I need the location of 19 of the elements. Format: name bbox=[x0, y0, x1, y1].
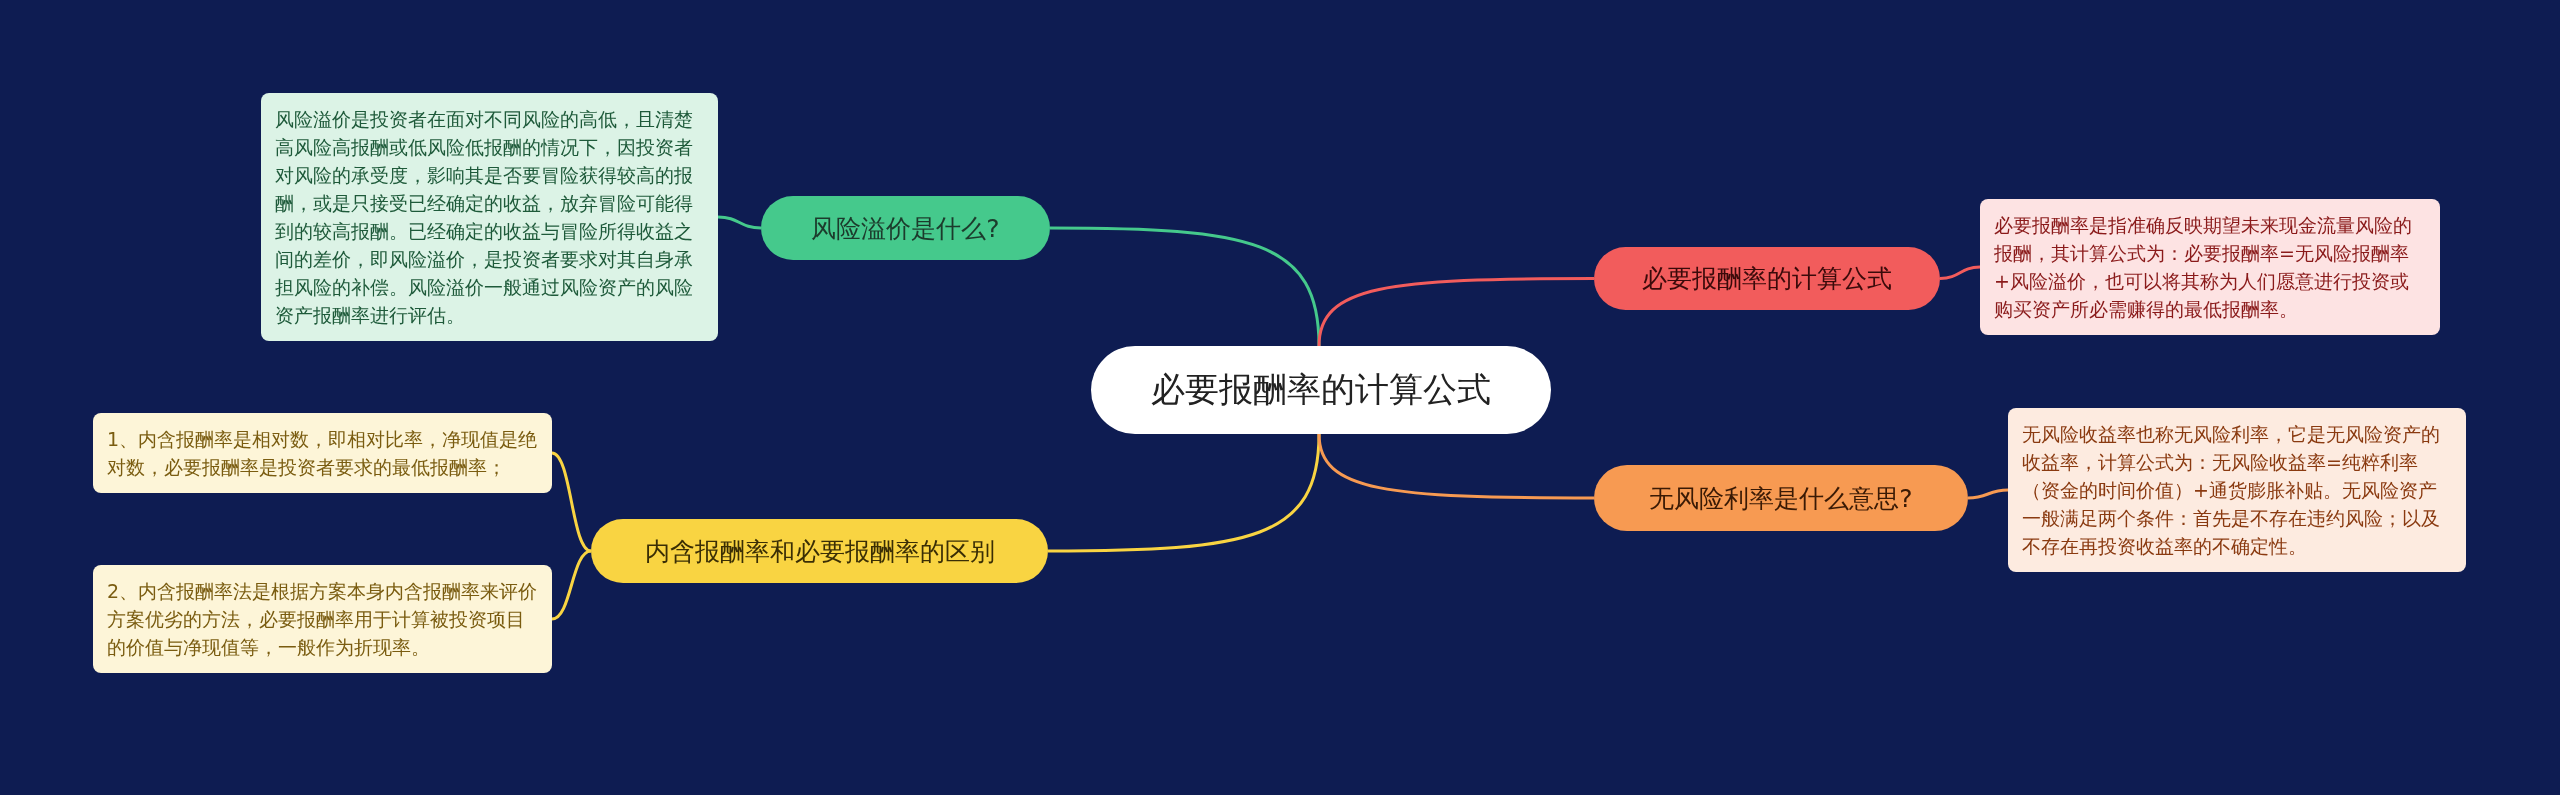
connector-line bbox=[551, 549, 592, 621]
note-card: 1、内含报酬率是相对数，即相对比率，净现值是绝对数，必要报酬率是投资者要求的最低报酬率； bbox=[93, 413, 552, 493]
topic-pill: 无风险利率是什么意思? bbox=[1594, 465, 1968, 531]
note-card: 风险溢价是投资者在面对不同风险的高低，且清楚高风险高报酬或低风险低报酬的情况下，因投资者对风险的承受度，影响其是否要冒险获得较高的报酬，或是只接受已经确定的收益，放弃冒险可能得到的较高报酬。已经确定的收益与冒险所得收益之间的差价，即风险溢价，是投资者要求对其自身承担风险的补偿。风险溢价一般通过风险资产的风险资产报酬率进行评估。 bbox=[261, 93, 718, 341]
connector-line bbox=[551, 451, 592, 553]
connector-line bbox=[1048, 433, 1321, 553]
central-topic: 必要报酬率的计算公式 bbox=[1091, 346, 1551, 434]
connector-line bbox=[1317, 433, 1594, 500]
connector-line bbox=[1050, 226, 1321, 347]
topic-pill: 内含报酬率和必要报酬率的区别 bbox=[591, 519, 1048, 583]
connector-line bbox=[1967, 488, 2009, 500]
note-card: 必要报酬率是指准确反映期望未来现金流量风险的报酬，其计算公式为：必要报酬率=无风险报酬率+风险溢价，也可以将其称为人们愿意进行投资或购买资产所必需赚得的最低报酬率。 bbox=[1980, 199, 2440, 335]
note-card: 2、内含报酬率法是根据方案本身内含报酬率来评价方案优劣的方法，必要报酬率用于计算被投资项目的价值与净现值等，一般作为折现率。 bbox=[93, 565, 552, 673]
topic-pill: 必要报酬率的计算公式 bbox=[1594, 247, 1940, 310]
topic-pill: 风险溢价是什么? bbox=[761, 196, 1050, 260]
connector-line bbox=[1939, 265, 1981, 280]
connector-line bbox=[717, 215, 762, 230]
note-card: 无风险收益率也称无风险利率，它是无风险资产的收益率，计算公式为：无风险收益率=纯粹利率（资金的时间价值）+通货膨胀补贴。无风险资产一般满足两个条件：首先是不存在违约风险；以及不存在再投资收益率的不确定性。 bbox=[2008, 408, 2466, 572]
connector-line bbox=[1317, 277, 1594, 347]
